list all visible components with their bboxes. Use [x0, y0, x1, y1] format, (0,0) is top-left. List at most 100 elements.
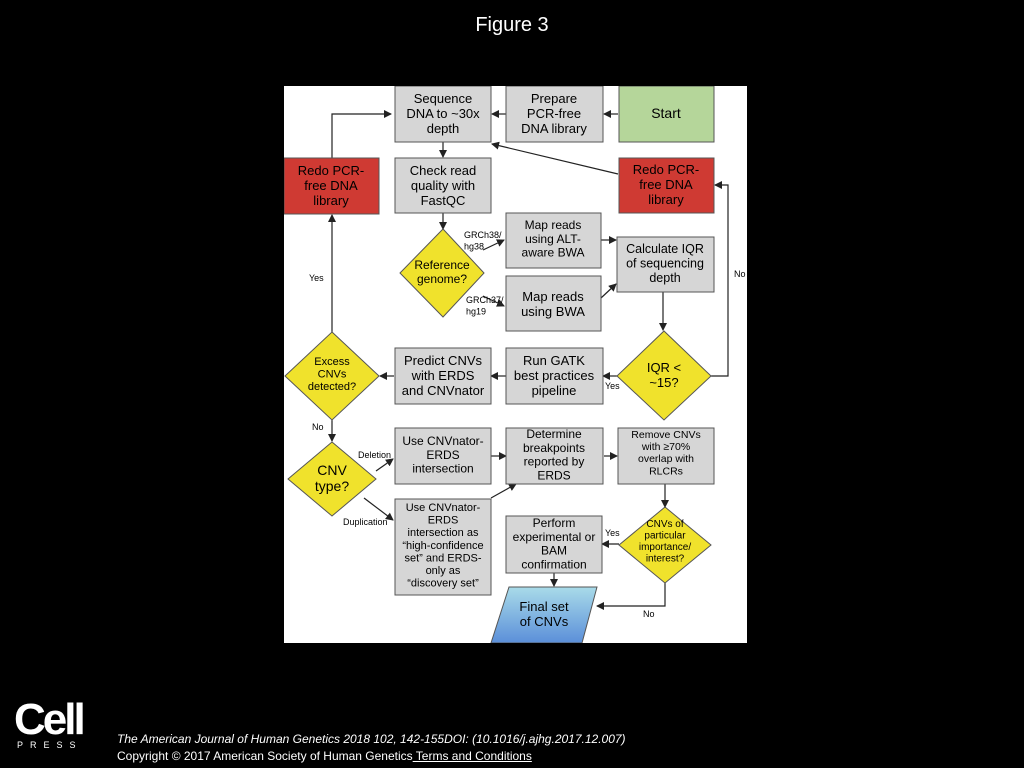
figure-title: Figure 3 [475, 14, 549, 36]
label-line: Determine [526, 427, 582, 441]
label-line: overlap with [638, 453, 694, 465]
label-line: Run GATK [523, 353, 585, 368]
node-check-read-quality [394, 157, 492, 214]
node-redo-library-right [618, 157, 715, 214]
node-use-intersection [394, 427, 492, 485]
label-line: using BWA [521, 304, 585, 319]
label-line: hg38 [464, 242, 484, 252]
label-iqr: IQR <~15? [647, 360, 681, 390]
edge-iqr-no-redo [711, 181, 729, 377]
label-line: confirmation [521, 557, 586, 571]
label-line: Redo PCR- [633, 162, 699, 177]
edge-label-yes-iqr: Yes [605, 381, 620, 391]
cell-press-logo-sub: PRESS [17, 740, 83, 750]
node-final-set [490, 586, 598, 643]
label-line: experimental or [513, 530, 596, 544]
label-line: ERDS [426, 448, 459, 462]
node-run-gatk [505, 347, 604, 405]
label-line: with ≥70% [641, 441, 690, 453]
node-prepare-library [505, 86, 604, 143]
node-cnv-type-decision [287, 441, 377, 517]
label-line: Map reads [525, 218, 582, 232]
node-determine-breakpoints [505, 427, 604, 485]
label-line: depth [649, 271, 680, 285]
node-perform-confirmation [505, 515, 603, 574]
label-line: free DNA [639, 177, 693, 192]
label-line: pipeline [532, 383, 577, 398]
citation-text: The American Journal of Human Genetics 2… [117, 732, 626, 746]
terms-and-conditions-link[interactable]: Terms and Conditions [412, 749, 532, 763]
label-line: Sequence [414, 91, 473, 106]
label-line: Check read [410, 163, 476, 178]
node-start [618, 86, 715, 143]
edge-redo-left-sequence [331, 110, 392, 158]
label-line: and CNVnator [402, 383, 485, 398]
label-line: Start [651, 105, 681, 121]
label-line: IQR < [647, 360, 681, 375]
node-redo-library-left [284, 157, 380, 215]
label-line: CNV [317, 462, 347, 478]
label-line: importance/ [639, 542, 691, 553]
label-line: quality with [411, 178, 475, 193]
label-line: free DNA [304, 178, 358, 193]
label-line: reported by [524, 455, 585, 469]
label-line: ~15? [649, 375, 678, 390]
label-line: hg19 [466, 307, 486, 317]
label-line: of CNVs [520, 614, 569, 629]
label-line: only as [426, 565, 461, 577]
copyright-text: Copyright © 2017 American Society of Hum… [117, 749, 413, 763]
label-line: intersection [412, 462, 473, 476]
node-particular-interest-decision [618, 506, 712, 584]
edge-label-no-iqr: No [734, 269, 746, 279]
edge-mapbwa-calc [600, 283, 617, 299]
edge-label-grch37: GRCh37/hg19 [466, 295, 504, 317]
label-line: “high-confidence [402, 540, 483, 552]
label-line: ERDS [428, 515, 459, 527]
label-line: GRCh37/ [466, 295, 504, 305]
edge-label-deletion: Deletion [358, 450, 391, 460]
label-line: CNVs [318, 369, 347, 381]
label-line: aware BWA [522, 246, 585, 260]
label-line: library [648, 192, 684, 207]
label-line: DNA library [521, 121, 587, 136]
node-sequence-dna [394, 86, 492, 143]
label-line: interest? [646, 554, 685, 565]
node-remove-cnvs [617, 427, 715, 485]
label-line: Excess [314, 356, 350, 368]
label-line: GRCh38/ [464, 230, 502, 240]
edge-hc-breakpoints [490, 483, 517, 499]
edge-reference-mapalt [482, 239, 505, 251]
node-calculate-iqr [616, 236, 715, 293]
label-line: Perform [533, 516, 576, 530]
edge-label-grch38: GRCh38/hg38 [464, 230, 502, 252]
label-line: RLCRs [649, 465, 683, 477]
cell-press-logo: Cell [14, 695, 86, 744]
label-line: Map reads [522, 289, 584, 304]
node-reference-genome-decision [399, 228, 485, 318]
label-line: DNA to ~30x [406, 106, 480, 121]
label-line: Use CNVnator- [402, 434, 483, 448]
label-line: best practices [514, 368, 595, 383]
label-line: set” and ERDS- [404, 552, 481, 564]
label-line: Reference [414, 258, 470, 272]
label-line: detected? [308, 381, 356, 393]
label-line: “discovery set” [407, 578, 479, 590]
edge-particular-no-final [596, 583, 666, 610]
edge-label-yes-particular: Yes [605, 528, 620, 538]
